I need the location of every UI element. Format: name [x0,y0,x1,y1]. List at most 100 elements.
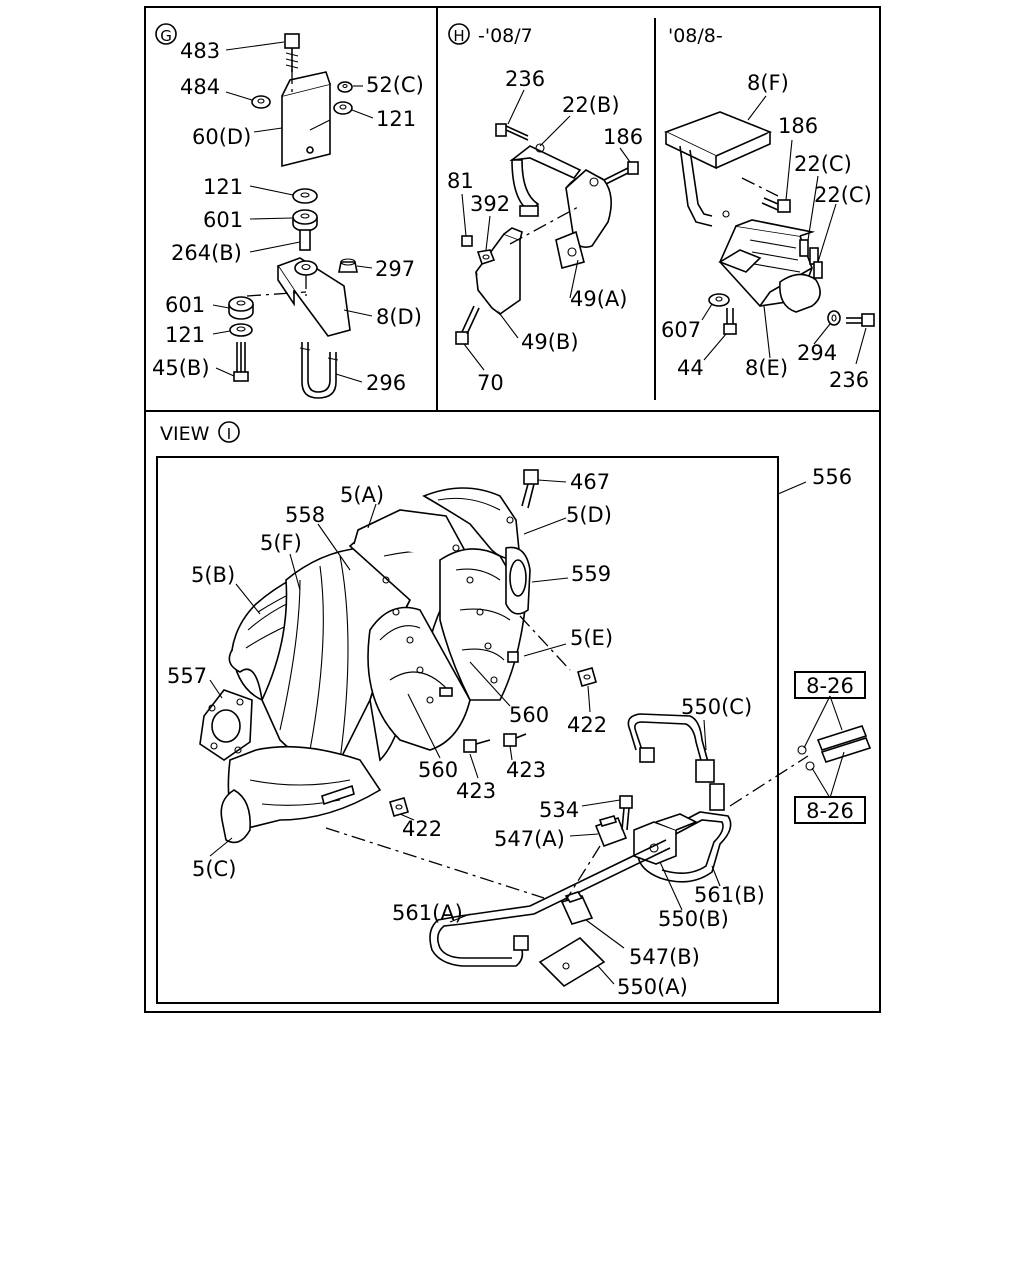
nut-52c-drawing [337,81,353,93]
label-5d: 5(D) [566,503,612,527]
view-marker: I [218,421,240,443]
bracket-8f-drawing [663,111,779,227]
label-557: 557 [167,664,207,688]
view-leaders [209,479,845,985]
panel-late-leaders [701,95,867,365]
panel-g-leaders [212,41,374,383]
view-prefix: VIEW [160,423,210,445]
converter-assembly-drawing [199,469,597,844]
bolt-186-h-drawing [603,161,639,185]
label-561a: 561(A) [392,901,463,925]
label-560-left: 560 [418,758,458,782]
label-22c-upper: 22(C) [794,152,852,176]
bracket-49b-drawing [475,205,581,316]
washer-121-upper-drawing [333,101,353,115]
label-422-right: 422 [567,713,607,737]
label-5e: 5(E) [570,626,613,650]
panel-h-leaders [461,89,631,371]
bolt-45b-drawing [233,342,249,382]
label-423-right: 423 [506,758,546,782]
bracket-8d-drawing [246,257,351,337]
label-467: 467 [570,470,610,494]
label-264b: 264(B) [171,241,242,265]
label-297: 297 [375,257,415,281]
label-121-upper: 121 [376,107,416,131]
label-558: 558 [285,503,325,527]
label-8f: 8(F) [747,71,789,95]
label-601-upper: 601 [203,208,243,232]
bracket-60d-drawing [281,70,331,168]
label-121-mid: 121 [203,175,243,199]
label-8e: 8(E) [745,356,788,380]
label-483: 483 [180,39,220,63]
washer-121-mid-drawing [292,188,318,204]
nut-392-drawing [476,249,496,266]
label-186-h: 186 [603,125,643,149]
label-8d: 8(D) [376,305,422,329]
label-601-lower: 601 [165,293,205,317]
bolt-236-h-drawing [495,123,529,141]
panel-g-marker-letter: G [160,27,172,45]
bolt-236-late-drawing [846,313,875,327]
label-484: 484 [180,75,220,99]
panel-view: VIEW I [160,421,872,999]
label-5f: 5(F) [260,531,302,555]
label-534: 534 [539,798,579,822]
label-44: 44 [677,356,704,380]
bushing-601-lower-drawing [228,296,254,320]
label-423-left: 423 [456,779,496,803]
washer-121-lower-drawing [229,323,253,337]
label-607: 607 [661,318,701,342]
label-296: 296 [366,371,406,395]
panel-late-range: '08/8- [668,25,723,47]
diagram-frames [144,6,881,1013]
panel-h: H -'08/7 [447,23,643,395]
bushing-601-upper-drawing [292,209,318,232]
washer-294-drawing [827,310,841,326]
label-22b: 22(B) [562,93,620,117]
bolt-70-drawing [455,305,480,345]
collar-264b-drawing [299,229,311,251]
label-559: 559 [571,562,611,586]
label-52c: 52(C) [366,73,424,97]
label-556: 556 [812,465,852,489]
sensor-pipes-drawing [325,615,872,988]
label-22c-lower: 22(C) [814,183,872,207]
label-70: 70 [477,371,504,395]
bolt-81-drawing [461,235,473,247]
clamp-22b-drawing [509,143,582,217]
label-550a: 550(A) [617,975,688,999]
label-561b: 561(B) [694,883,765,907]
label-560-right: 560 [509,703,549,727]
ref-8-26-lower-text: 8-26 [806,799,854,823]
label-5a: 5(A) [340,483,384,507]
bolt-483-drawing [284,33,300,72]
label-550b: 550(B) [658,907,729,931]
bracket-49a-drawing [555,169,612,269]
panel-h-marker-letter: H [453,27,464,45]
ref-box-8-26-lower: 8-26 [794,796,866,824]
label-45b: 45(B) [152,356,210,380]
ref-8-26-upper-text: 8-26 [806,674,854,698]
label-49b: 49(B) [521,330,579,354]
label-294: 294 [797,341,837,365]
nut-484-drawing [251,95,271,109]
panel-h-range: -'08/7 [478,25,533,47]
label-422-left: 422 [402,817,442,841]
label-236-late: 236 [829,368,869,392]
label-547a: 547(A) [494,827,565,851]
label-236-h: 236 [505,67,545,91]
nut-297-drawing [338,258,358,273]
label-186-late: 186 [778,114,818,138]
bolt-186-late-drawing [761,197,791,213]
panel-g: G [152,23,424,399]
panel-h-marker: H [448,23,470,45]
label-5c: 5(C) [192,857,236,881]
view-marker-letter: I [227,425,231,443]
label-392: 392 [470,192,510,216]
label-49a: 49(A) [570,287,627,311]
label-121-lower: 121 [165,323,205,347]
ref-box-8-26-upper: 8-26 [794,671,866,699]
label-5b: 5(B) [191,563,235,587]
